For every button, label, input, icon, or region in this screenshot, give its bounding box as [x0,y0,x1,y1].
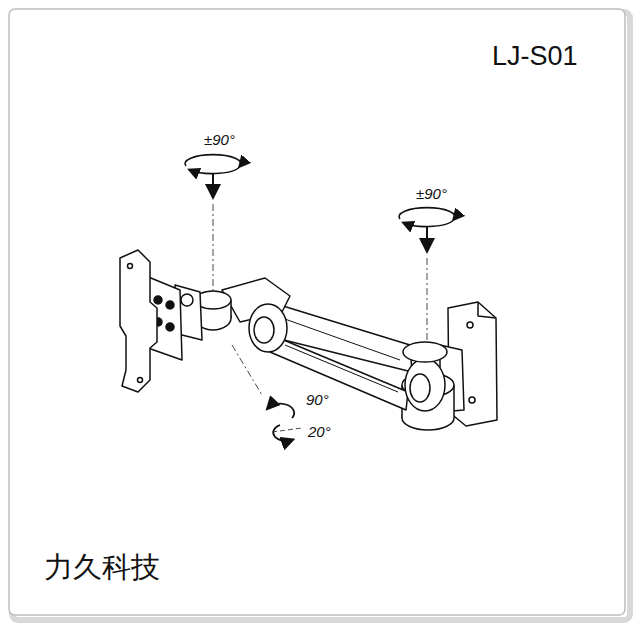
rotation-angle: ±90° [204,132,235,149]
rotation-angle: ±90° [416,186,447,203]
tilt-angle: 20° [308,424,331,441]
brand-name: 力久科技 [44,552,160,584]
tilt-angle: 90° [306,392,329,409]
model-number: LJ-S01 [492,42,578,72]
